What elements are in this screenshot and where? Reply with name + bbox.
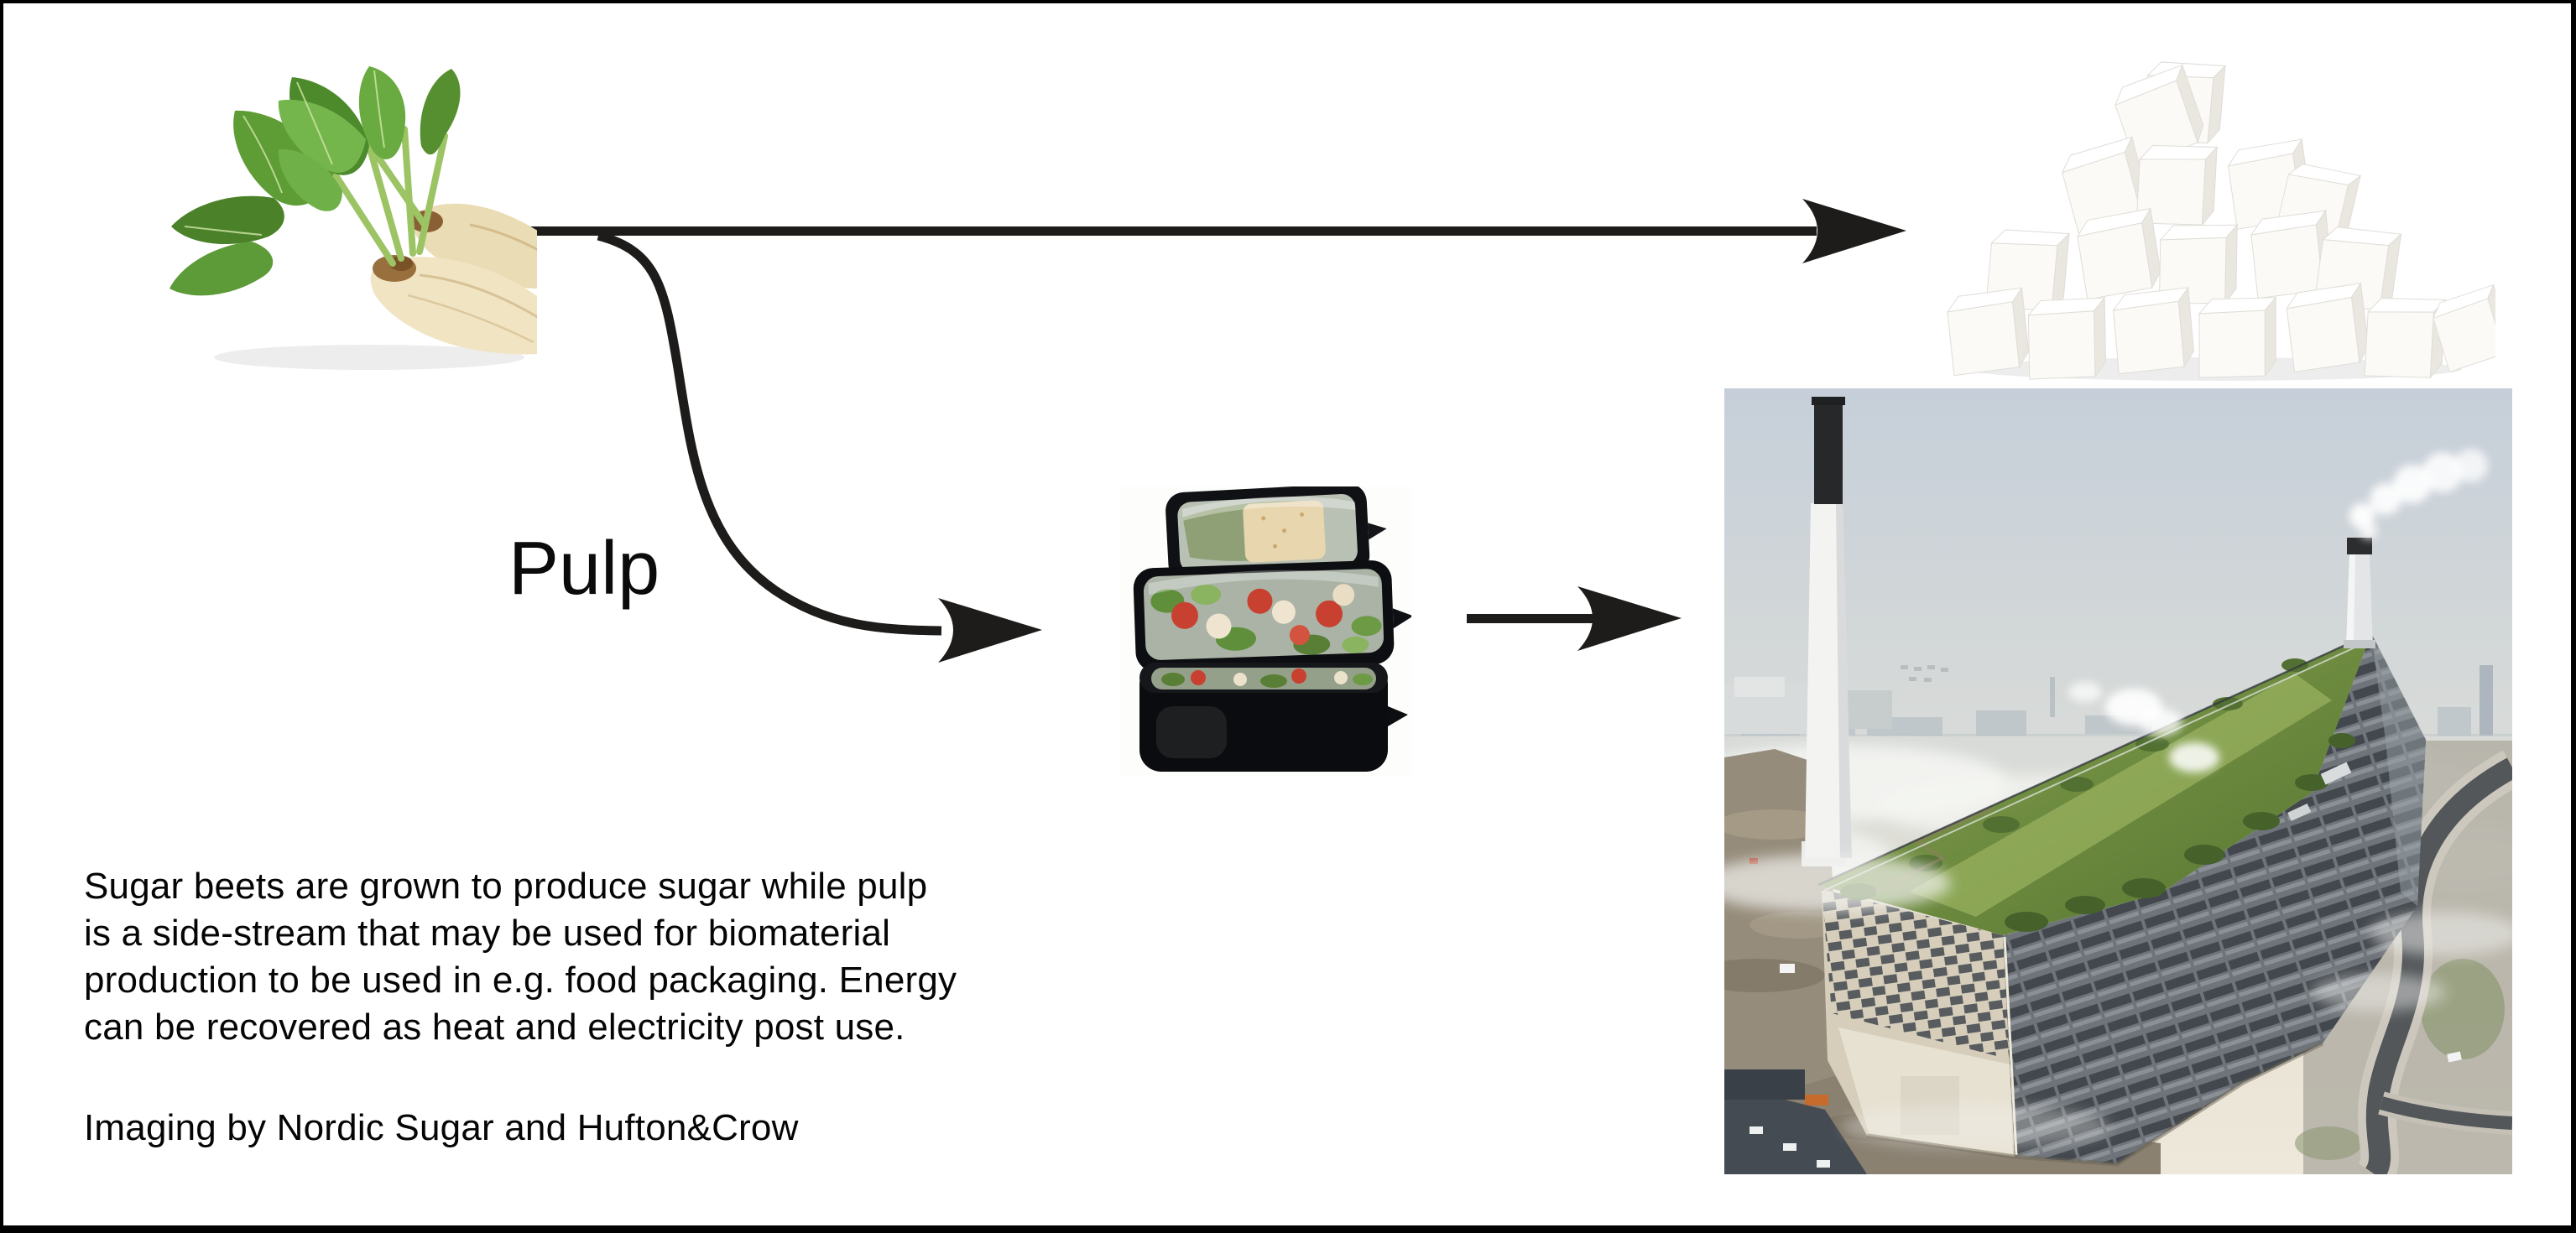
caption-line: is a side-stream that may be used for bi… xyxy=(84,913,891,954)
foreground-fog xyxy=(1724,855,2512,1148)
steaming-chimney xyxy=(2344,449,2488,648)
tall-chimney xyxy=(1802,397,1852,866)
arrow-beets-to-sugar xyxy=(511,199,1906,263)
caption-line: can be recovered as heat and electricity… xyxy=(84,1007,905,1048)
caption-line: production to be used in e.g. food packa… xyxy=(84,960,957,1001)
food-packaging-photo xyxy=(1119,486,1411,776)
beet-shadow xyxy=(214,345,524,370)
arrow-pulp-branch xyxy=(597,231,1042,663)
image-credit: Imaging by Nordic Sugar and Hufton&Crow xyxy=(84,1107,799,1148)
energy-plant-photo xyxy=(1724,388,2512,1174)
caption-line: Sugar beets are grown to produce sugar w… xyxy=(84,866,928,907)
sugar-cubes-photo xyxy=(1933,35,2495,388)
pulp-label: Pulp xyxy=(508,527,660,611)
copenhill-building xyxy=(1802,397,2488,1167)
sugar-beets-photo xyxy=(117,65,537,384)
arrow-packaging-to-plant xyxy=(1467,586,1682,651)
figure-caption: Sugar beets are grown to produce sugar w… xyxy=(84,863,957,1051)
